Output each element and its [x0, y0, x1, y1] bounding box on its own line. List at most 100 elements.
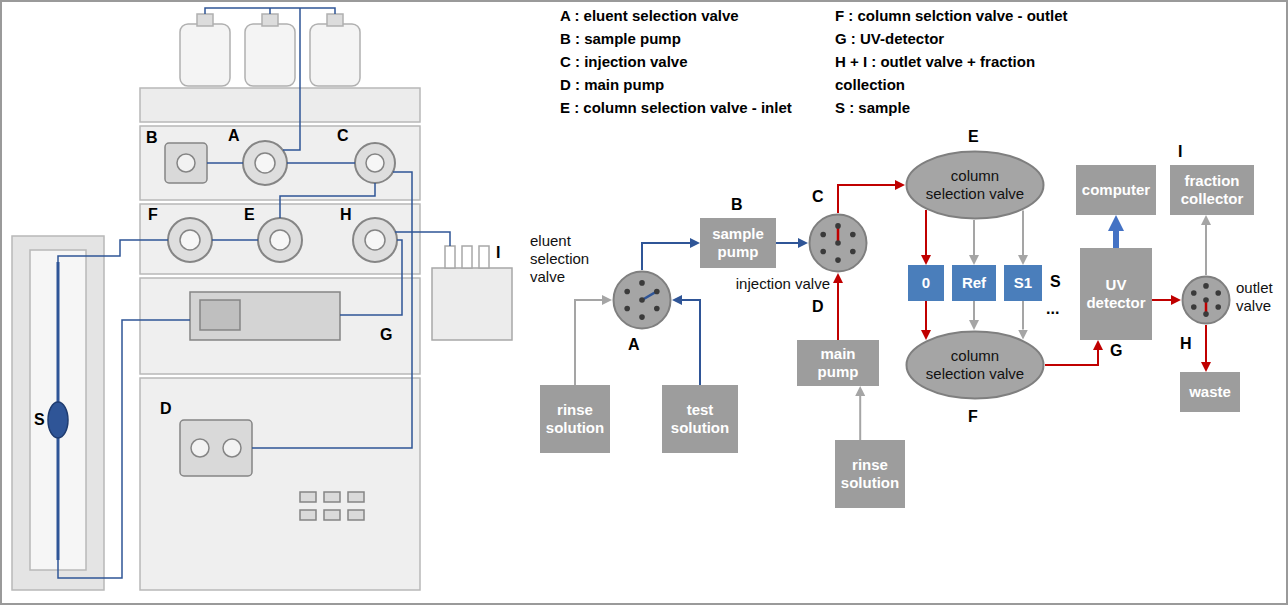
valve-outline: [1183, 277, 1230, 324]
vial: [479, 246, 489, 268]
pump-head: [177, 154, 195, 172]
flow-connector: [1205, 225, 1207, 275]
column-box: Ref: [952, 265, 996, 301]
flow-connector: [682, 300, 700, 385]
node-label: waste: [1180, 383, 1240, 401]
valve-port: [850, 249, 856, 255]
pump-box: sample pump: [700, 218, 776, 268]
tube: [58, 320, 190, 578]
pump-head: [191, 439, 209, 457]
stack-parts: [165, 141, 397, 520]
node-label: rinse solution: [835, 456, 905, 492]
tube: [280, 183, 375, 218]
legend-text: F : column selction valve - outlet: [835, 4, 1100, 27]
collector-box: fraction collector: [1170, 165, 1254, 215]
callout-letter: E: [244, 206, 255, 224]
sample-column: [48, 402, 68, 438]
callout-letter: S: [1050, 273, 1061, 291]
node-label: Ref: [952, 274, 996, 292]
pump-head: [223, 439, 241, 457]
flow-connector: [837, 283, 839, 340]
callout-letter: D: [160, 400, 172, 418]
valve-symbol: [168, 218, 212, 262]
bottle: [245, 24, 295, 86]
valve-port: [835, 257, 841, 263]
valve-node: eluent selection valve: [612, 270, 672, 330]
tube: [58, 240, 168, 262]
tube: [252, 172, 412, 448]
computer-box: computer: [1076, 165, 1156, 215]
valve-rotor: [270, 230, 290, 250]
valve-center: [639, 297, 645, 303]
callout-letter: S: [34, 411, 45, 429]
callout-letter: C: [337, 127, 349, 145]
node-label: fraction collector: [1170, 172, 1254, 208]
valve-port: [1203, 283, 1209, 289]
valve-symbol: [258, 218, 302, 262]
valve-port: [1191, 290, 1197, 296]
valve-port: [654, 289, 660, 295]
valve-port: [850, 232, 856, 238]
panel-button: [324, 492, 340, 502]
column-compartment: [12, 236, 104, 590]
bottle-cap: [197, 14, 213, 26]
valve-port: [820, 249, 826, 255]
selection-valve: column selection valve: [905, 150, 1045, 220]
valve-port: [639, 280, 645, 286]
detector-lamp: [200, 300, 240, 330]
callout-letter: F: [148, 206, 158, 224]
panel-button: [300, 492, 316, 502]
node-label: computer: [1076, 181, 1156, 199]
node-label: test solution: [662, 401, 738, 437]
legend-text: G : UV-detector: [835, 27, 1100, 50]
panel-button: [348, 492, 364, 502]
detector-box: UV detector: [1080, 248, 1152, 340]
valve-port: [1203, 311, 1209, 317]
tube: [207, 162, 243, 164]
detector-module: [140, 278, 420, 374]
callout-letter: I: [1178, 143, 1182, 161]
valve-node: injection valve: [808, 213, 868, 273]
callout-letter: A: [228, 127, 240, 145]
ellipse-outline: [907, 152, 1044, 219]
legend-text: H + I : outlet valve + fraction collecti…: [835, 50, 1100, 96]
node-label: sample pump: [700, 225, 776, 261]
callout-letter: F: [968, 408, 978, 426]
solution-box: rinse solution: [540, 385, 610, 453]
eluent-bottles: [180, 14, 360, 86]
detector-window: [190, 292, 340, 340]
valve-port: [639, 314, 645, 320]
valve-port: [624, 306, 630, 312]
panel-button: [348, 510, 364, 520]
node-label: outlet valve: [1236, 279, 1286, 315]
node-label: injection valve: [736, 275, 830, 293]
main-pump-symbol: [180, 420, 252, 476]
flow-connector: [973, 220, 975, 255]
callout-letter: E: [968, 128, 979, 146]
flow-connector: [925, 210, 927, 255]
pump-box: main pump: [797, 340, 879, 386]
valve-rotor: [365, 230, 385, 250]
pump-module: [140, 378, 420, 590]
node-label: eluent selection valve: [530, 232, 604, 286]
callout-letter: B: [731, 196, 743, 214]
flow-connector: [1045, 350, 1098, 365]
tube: [205, 8, 335, 150]
node-label: 0: [908, 274, 944, 292]
callout-letter: ...: [1046, 300, 1059, 318]
valve-rotor: [180, 230, 200, 250]
legend-text: E : column selection valve - inlet: [560, 96, 830, 119]
valve-outline: [810, 215, 867, 272]
valve-port: [1191, 304, 1197, 310]
valve-center: [1203, 297, 1209, 303]
selection-valve: column selection valve: [905, 330, 1045, 400]
panel-button: [324, 510, 340, 520]
node-label: rinse solution: [540, 401, 610, 437]
flow-connector: [1022, 211, 1024, 256]
valve-symbol: [1181, 275, 1231, 325]
tubing: [58, 8, 450, 578]
flow-connector: [642, 243, 690, 270]
callout-letter: I: [496, 244, 500, 262]
